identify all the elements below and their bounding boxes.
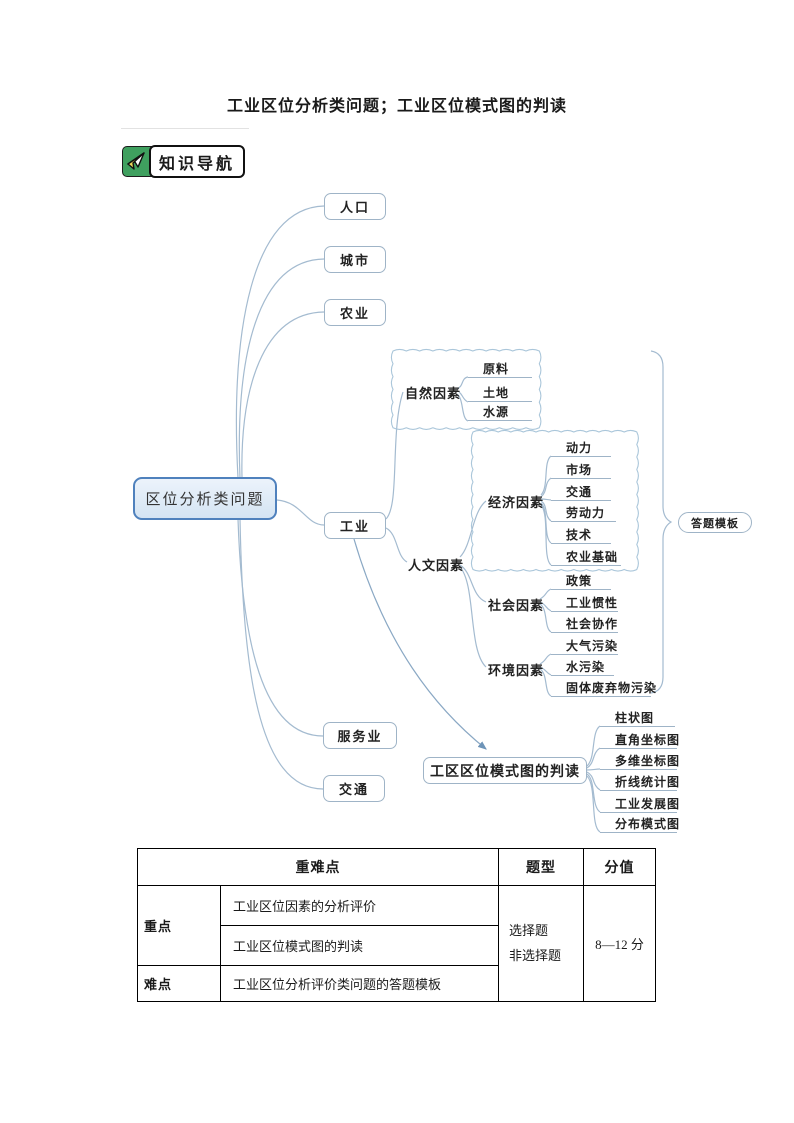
leaf-item: 劳动力 [551,505,616,522]
leaf-item: 政策 [551,573,611,590]
branch-transport: 交通 [323,775,385,802]
cell-difficult-label: 难点 [137,965,221,1002]
leaf-item: 分布模式图 [600,816,679,833]
badge-label: 知识导航 [149,145,245,178]
leaf-item: 交通 [551,484,611,501]
cloud-economic-factors [470,429,639,572]
leaf-item: 工业惯性 [551,595,618,612]
leaf-item: 固体废弃物污染 [551,680,656,697]
cell-key-item: 工业区位因素的分析评价 [220,885,499,926]
leaf-item: 折线统计图 [600,774,679,791]
leaf-item: 水源 [468,404,532,421]
label-environmental-factors: 环境因素 [488,663,545,678]
branch-industry: 工业 [324,512,386,539]
table-header-question-type: 题型 [498,848,584,886]
summary-table: 重难点 题型 分值 重点 工业区位因素的分析评价 选择题 非选择题 8—12 分… [137,848,656,1002]
page-title: 工业区位分析类问题；工业区位模式图的判读 [226,98,567,115]
leaf-item: 多维坐标图 [600,753,679,770]
table-header-score: 分值 [583,848,656,886]
brace-right [650,350,673,694]
label-social-factors: 社会因素 [488,598,545,613]
paper-plane-icon [127,151,145,170]
label-natural-factors: 自然因素 [405,386,462,401]
cell-key-item: 工业区位模式图的判读 [220,925,499,966]
node-pattern-reading: 工区区位模式图的判读 [423,757,587,784]
leaf-item: 土地 [468,385,532,402]
label-economic-factors: 经济因素 [488,495,545,510]
leaf-item: 柱状图 [600,710,675,727]
cell-key-label: 重点 [137,885,221,966]
leaf-item: 水污染 [551,659,614,676]
leaf-item: 工业发展图 [600,796,679,813]
node-answer-template: 答题模板 [678,512,752,533]
label-human-factors: 人文因素 [408,558,465,573]
branch-city: 城市 [324,246,386,273]
leaf-item: 市场 [551,462,611,479]
leaf-item: 技术 [551,527,611,544]
cell-difficult-item: 工业区位分析评价类问题的答题模板 [220,965,499,1002]
leaf-item: 社会协作 [551,616,618,633]
question-type-line: 非选择题 [509,947,562,963]
branch-agriculture: 农业 [324,299,386,326]
cloud-natural-factors [390,348,542,430]
leaf-item: 直角坐标图 [600,732,679,749]
leaf-item: 原料 [468,361,532,378]
arrow-to-pattern-reading [353,538,487,750]
question-type-line: 选择题 [509,922,549,938]
node-root: 区位分析类问题 [133,477,277,520]
table-header-main: 重难点 [137,848,499,886]
leaf-item: 农业基础 [551,549,621,566]
leaf-item: 大气污染 [551,638,618,655]
cell-question-types: 选择题 非选择题 [498,885,584,1002]
cell-score: 8—12 分 [583,885,656,1002]
branch-services: 服务业 [323,722,397,749]
divider-line [121,128,249,129]
leaf-item: 动力 [551,440,611,457]
branch-population: 人口 [324,193,386,220]
